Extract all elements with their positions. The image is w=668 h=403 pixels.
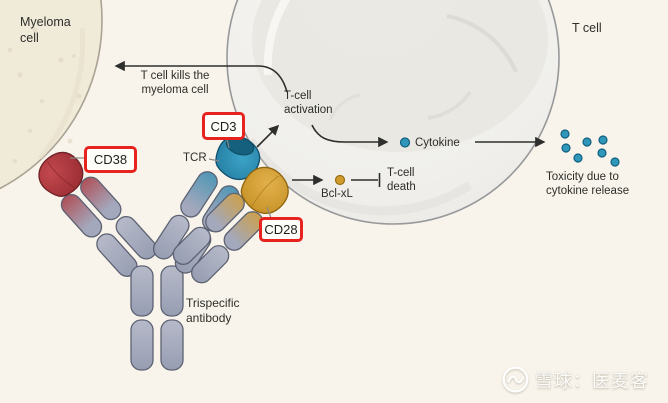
toxicity-line2: cytokine release <box>546 185 630 197</box>
kill-line2: myeloma cell <box>141 84 209 96</box>
antibody-name-line1: Trispecific <box>186 296 240 310</box>
death-annotation: T-cell death <box>387 166 416 194</box>
activation-line2: activation <box>284 104 333 116</box>
activation-annotation: T-cell activation <box>284 89 333 117</box>
cd28-arm <box>172 166 289 284</box>
bcl-xl-label: Bcl-xL <box>321 188 353 200</box>
cd38-arm <box>38 151 157 277</box>
molecules <box>334 129 620 186</box>
tcr-label: TCR <box>183 152 207 164</box>
leader-lines <box>70 138 272 219</box>
cd3-leader <box>226 138 230 149</box>
activation-to-cytokine-arrow <box>311 124 389 148</box>
kill-arrow <box>114 60 288 93</box>
myeloma-label-line1: Myeloma <box>20 15 71 29</box>
antibody-stem <box>130 265 184 371</box>
activation-arrow <box>256 124 280 148</box>
cd28-box-label: CD28 <box>259 217 303 242</box>
trispecific-antibody-shape <box>38 135 289 371</box>
watermark-text: 雪球：医麦客 <box>535 370 649 391</box>
t-cell-shape <box>226 0 560 225</box>
kill-annotation: T cell kills the myeloma cell <box>133 69 217 97</box>
t-cell-label: T cell <box>572 21 602 35</box>
trispecific-antibody-label: Trispecific antibody <box>186 296 240 326</box>
antibody-name-line2: antibody <box>186 311 232 325</box>
cytokine-label: Cytokine <box>415 137 460 149</box>
activation-line1: T-cell <box>284 90 312 102</box>
xueqiu-logo-icon <box>502 366 529 393</box>
myeloma-cell-shape <box>0 0 103 190</box>
cd3-box-label: CD3 <box>202 112 245 140</box>
arrows <box>114 60 546 187</box>
kill-line1: T cell kills the <box>140 70 210 82</box>
cd28-leader <box>266 206 272 219</box>
cd38-box-label: CD38 <box>84 146 137 173</box>
toxicity-line1: Toxicity due to <box>546 171 619 183</box>
toxicity-annotation: Toxicity due to cytokine release <box>546 170 629 198</box>
cytokine-cluster <box>560 129 620 167</box>
death-line1: T-cell <box>387 167 415 179</box>
myeloma-label-line2: cell <box>20 31 39 45</box>
cytokine-dot <box>399 137 411 148</box>
bcl-xl-dot <box>334 174 346 186</box>
cd28-knob <box>240 166 289 215</box>
death-line2: death <box>387 181 416 193</box>
myeloma-cell-label: Myeloma cell <box>20 14 71 46</box>
watermark: 雪球：医麦客 <box>502 366 649 393</box>
tcr-leader <box>208 158 220 162</box>
